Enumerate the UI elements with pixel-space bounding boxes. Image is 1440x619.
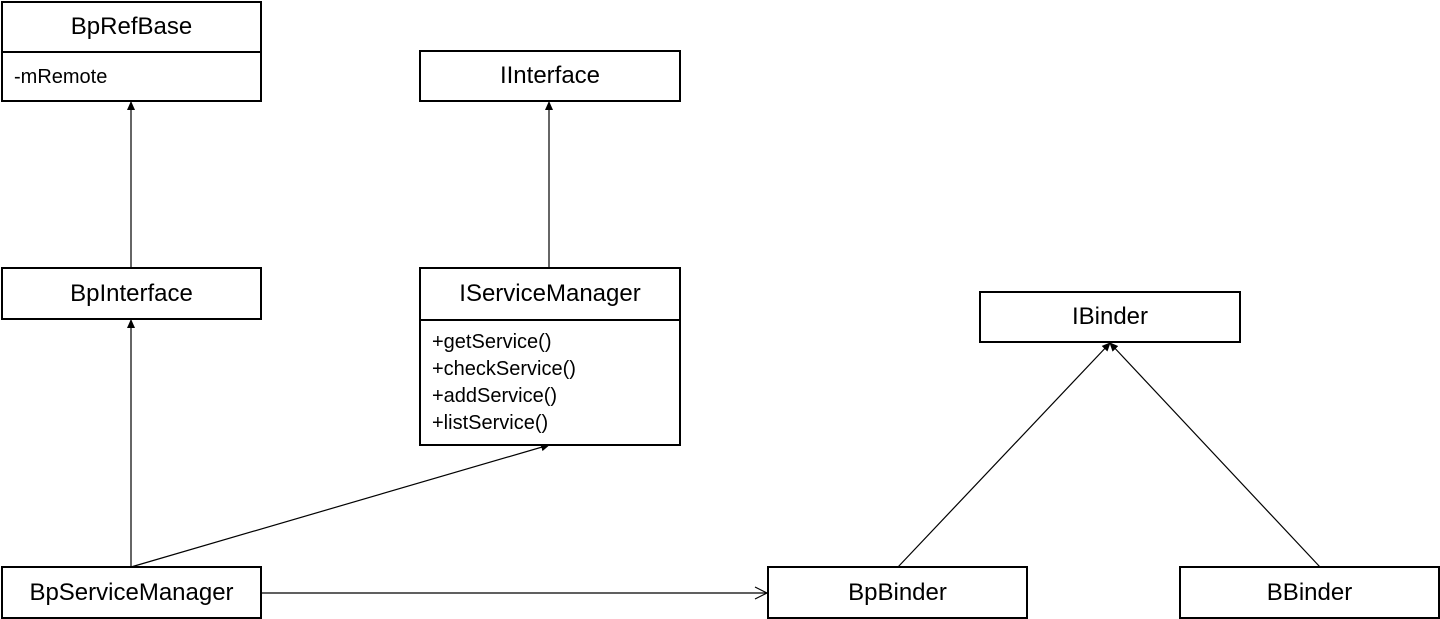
bpbinder-class-box: BpBinder xyxy=(767,566,1028,619)
bpbinder-class-title: BpBinder xyxy=(848,578,947,606)
bpservicemanager-class-title: BpServiceManager xyxy=(29,578,234,606)
iservicemanager-method: +listService() xyxy=(432,412,549,434)
bpbinder-to-ibinder-arrow xyxy=(897,342,1111,568)
ibinder-class-title: IBinder xyxy=(1071,303,1149,330)
bpinterface-class-box: BpInterface xyxy=(1,267,262,320)
iservicemanager-method: +getService() xyxy=(432,331,552,353)
bprefbase-class-title: BpRefBase xyxy=(3,3,260,53)
iservicemanager-class-box: IServiceManager +getService() +checkServ… xyxy=(419,267,681,446)
bpinterface-class-title: BpInterface xyxy=(70,279,193,307)
bpservicemanager-to-iservicemanager-arrow xyxy=(130,443,550,568)
iinterface-class-box: IInterface xyxy=(419,50,681,102)
iinterface-class-title: IInterface xyxy=(499,62,601,89)
bbinder-class-box: BBinder xyxy=(1179,566,1440,619)
bprefbase-attributes: -mRemote xyxy=(3,53,260,89)
ibinder-class-box: IBinder xyxy=(979,291,1241,343)
bprefbase-class-box: BpRefBase -mRemote xyxy=(1,1,262,102)
bpservicemanager-class-box: BpServiceManager xyxy=(1,566,262,619)
bbinder-to-ibinder-arrow xyxy=(1109,342,1321,568)
iservicemanager-method-list: +getService() +checkService() +addServic… xyxy=(421,321,679,437)
iservicemanager-class-title: IServiceManager xyxy=(421,269,679,321)
bbinder-class-title: BBinder xyxy=(1266,578,1353,606)
iservicemanager-method: +addService() xyxy=(432,385,558,407)
iservicemanager-method: +checkService() xyxy=(432,358,576,380)
bprefbase-attribute: -mRemote xyxy=(14,66,108,88)
